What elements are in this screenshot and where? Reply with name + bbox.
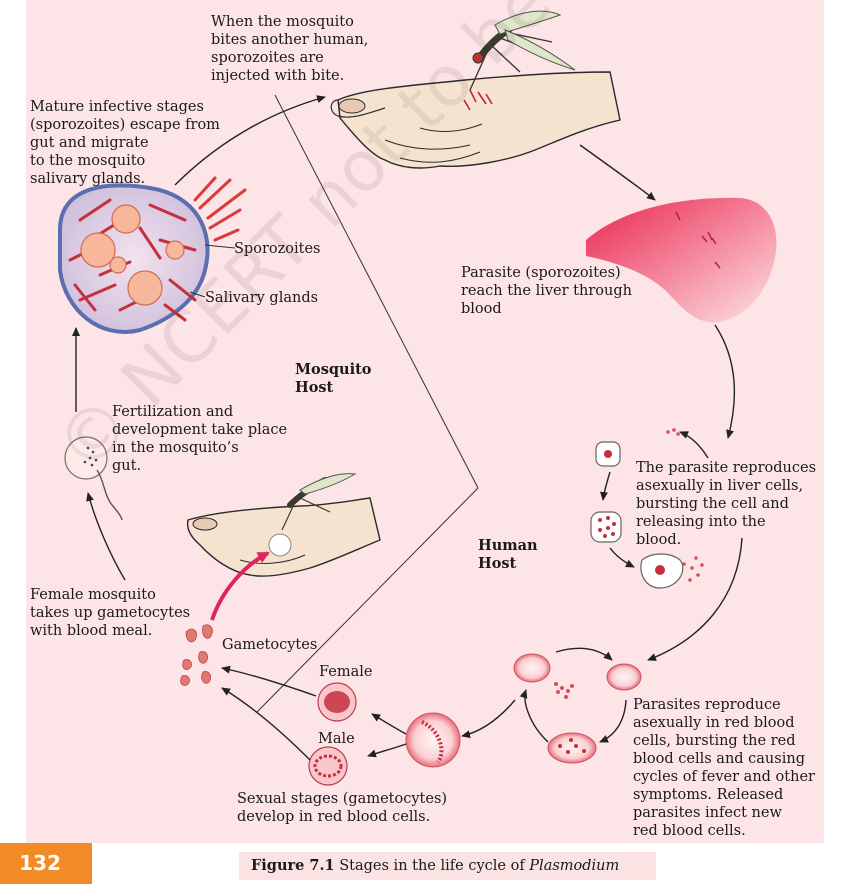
figure-caption: Figure 7.1 Stages in the life cycle of P… bbox=[251, 857, 619, 875]
page-number: 132 bbox=[19, 851, 61, 875]
caption-box bbox=[239, 852, 656, 880]
caption-text: Stages in the life cycle of bbox=[334, 858, 530, 874]
hand-bite-illustration bbox=[330, 10, 621, 169]
label-male: Male bbox=[318, 731, 355, 747]
label-female-mosquito: Female mosquito takes up gametocytes wit… bbox=[30, 587, 191, 639]
caption-figure-label: Figure 7.1 bbox=[251, 857, 335, 874]
liver-illustration bbox=[586, 197, 777, 323]
red-arrow bbox=[210, 551, 270, 621]
label-gametocytes: Gametocytes bbox=[222, 637, 318, 653]
label-mosquito-host: Mosquito Host bbox=[295, 361, 372, 396]
label-sexual-stages: Sexual stages (gametocytes) develop in r… bbox=[237, 791, 448, 825]
label-fertilization: Fertilization and development take place… bbox=[112, 404, 288, 474]
caption-organism: Plasmodium bbox=[529, 858, 620, 874]
page-number-tab bbox=[0, 843, 92, 884]
label-female: Female bbox=[319, 664, 373, 680]
label-human-host: Human Host bbox=[478, 537, 538, 572]
label-liver-reproduce: The parasite reproduces asexually in liv… bbox=[636, 460, 817, 548]
liver-cell-stages bbox=[590, 428, 704, 589]
label-liver-note: Parasite (sporozoites) reach the liver t… bbox=[461, 265, 632, 317]
gametocyte-cells bbox=[180, 624, 357, 786]
cycle-arrows bbox=[72, 95, 743, 761]
label-rbc-reproduce: Parasites reproduce asexually in red blo… bbox=[633, 697, 815, 839]
label-mature-stages: Mature infective stages (sporozoites) es… bbox=[30, 99, 220, 187]
label-salivary-glands: Salivary glands bbox=[205, 290, 319, 306]
salivary-gland-illustration bbox=[58, 176, 247, 334]
hand-feeding-illustration bbox=[186, 473, 381, 577]
label-bite-note: When the mosquito bites another human, s… bbox=[211, 14, 369, 84]
label-sporozoites: Sporozoites bbox=[234, 241, 321, 257]
rbc-cycle bbox=[405, 653, 642, 768]
ookinete-illustration bbox=[64, 436, 123, 521]
host-divider bbox=[256, 94, 479, 713]
